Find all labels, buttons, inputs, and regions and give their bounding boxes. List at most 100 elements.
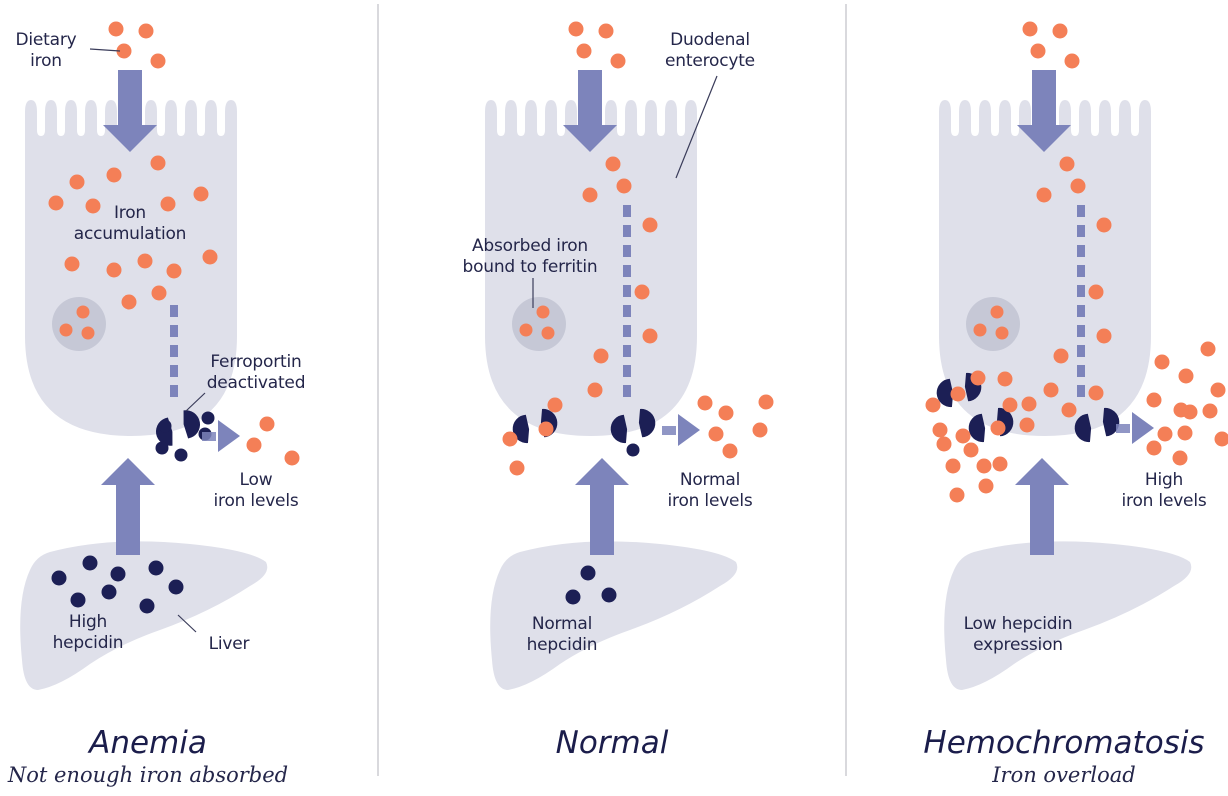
transport-path-dash bbox=[1077, 245, 1085, 257]
transport-path-dash bbox=[1077, 345, 1085, 357]
ferritin-iron-dot bbox=[81, 326, 95, 340]
excess-iron-dot bbox=[963, 442, 979, 458]
blood-iron-dot bbox=[259, 416, 275, 432]
excess-iron-dot bbox=[970, 370, 986, 386]
blood-iron-dot bbox=[1172, 450, 1188, 466]
blood-iron-dot bbox=[1210, 382, 1226, 398]
leader-line bbox=[675, 75, 718, 179]
absorbed-iron-dot bbox=[593, 348, 609, 364]
dietary-iron-dot bbox=[1022, 21, 1038, 37]
dietary-iron-dot bbox=[568, 21, 584, 37]
excess-iron-dot bbox=[950, 386, 966, 402]
absorbed-iron-dot bbox=[1053, 348, 1069, 364]
hepcidin-dot bbox=[580, 565, 596, 581]
transport-path-dash bbox=[170, 325, 178, 337]
excess-iron-dot bbox=[1021, 396, 1037, 412]
transport-path-dash bbox=[623, 345, 631, 357]
label-high-iron-levels: High iron levels bbox=[1121, 470, 1207, 511]
excess-iron-dot bbox=[997, 371, 1013, 387]
transport-path-dash bbox=[170, 385, 178, 397]
blood-iron-dot bbox=[718, 405, 734, 421]
hepcidin-dot bbox=[565, 589, 581, 605]
hepcidin-dot bbox=[101, 584, 117, 600]
bound-hepcidin-dot bbox=[155, 441, 169, 455]
panel-title-normal: Normal bbox=[555, 725, 669, 761]
accumulated-iron-dot bbox=[150, 155, 166, 171]
excess-iron-dot bbox=[955, 428, 971, 444]
blood-iron-dot bbox=[758, 394, 774, 410]
transport-path-dash bbox=[623, 325, 631, 337]
ferritin-iron-dot bbox=[995, 326, 1009, 340]
panel-subtitle-anemia: Not enough iron absorbed bbox=[7, 763, 289, 787]
panel-subtitle-hemochromatosis: Iron overload bbox=[992, 763, 1136, 787]
transport-path-dash bbox=[170, 365, 178, 377]
absorbed-iron-dot bbox=[1059, 156, 1075, 172]
ferroportin-channel-icon bbox=[1074, 407, 1120, 443]
absorbed-iron-dot bbox=[642, 328, 658, 344]
panel-divider bbox=[377, 4, 379, 776]
dietary-iron-dot bbox=[1030, 43, 1046, 59]
absorbed-iron-dot bbox=[634, 284, 650, 300]
export-arrow-icon bbox=[218, 420, 240, 452]
accumulated-iron-dot bbox=[137, 253, 153, 269]
absorbed-iron-dot bbox=[1088, 284, 1104, 300]
blood-iron-dot bbox=[1178, 368, 1194, 384]
hepcidin-dot bbox=[51, 570, 67, 586]
accumulated-iron-dot bbox=[85, 198, 101, 214]
ferroportin-half bbox=[936, 378, 954, 408]
hepcidin-signal-arrow-icon bbox=[101, 458, 155, 555]
hepcidin-dot bbox=[626, 443, 640, 457]
blood-iron-dot bbox=[708, 426, 724, 442]
ferritin-iron-dot bbox=[536, 305, 550, 319]
transport-path-dash bbox=[1077, 385, 1085, 397]
bound-hepcidin-dot bbox=[174, 448, 188, 462]
blood-iron-dot bbox=[284, 450, 300, 466]
blood-iron-dot bbox=[1154, 354, 1170, 370]
excess-iron-dot bbox=[949, 487, 965, 503]
transport-path-dash bbox=[1077, 365, 1085, 377]
dietary-iron-dot bbox=[138, 23, 154, 39]
hepcidin-dot bbox=[148, 560, 164, 576]
accumulated-iron-dot bbox=[106, 167, 122, 183]
export-arrow-icon bbox=[1132, 412, 1154, 444]
hepcidin-dot bbox=[110, 566, 126, 582]
absorbed-iron-dot bbox=[605, 156, 621, 172]
bound-hepcidin-dot bbox=[158, 419, 172, 433]
ferritin-vesicle bbox=[512, 297, 566, 351]
excess-iron-dot bbox=[1043, 382, 1059, 398]
export-path-dash bbox=[1116, 424, 1130, 433]
ferroportin-half bbox=[183, 410, 201, 439]
hepcidin-signal-arrow-icon bbox=[575, 458, 629, 555]
absorbed-iron-dot bbox=[1036, 187, 1052, 203]
accumulated-iron-dot bbox=[166, 263, 182, 279]
ferritin-iron-dot bbox=[59, 323, 73, 337]
accumulated-iron-dot bbox=[121, 294, 137, 310]
ferritin-iron-dot bbox=[76, 305, 90, 319]
label-absorbed-iron-ferritin: Absorbed iron bound to ferritin bbox=[462, 236, 598, 277]
transport-path-dash bbox=[170, 305, 178, 317]
panel-title-anemia: Anemia bbox=[89, 725, 207, 761]
export-path-dash bbox=[202, 432, 216, 441]
transport-path-dash bbox=[1077, 285, 1085, 297]
blood-iron-dot bbox=[1146, 392, 1162, 408]
excess-iron-dot bbox=[936, 436, 952, 452]
ferroportin-half bbox=[1102, 407, 1120, 437]
blood-iron-dot bbox=[1157, 426, 1173, 442]
accumulated-iron-dot bbox=[64, 256, 80, 272]
exported-iron-dot bbox=[509, 460, 525, 476]
excess-iron-dot bbox=[1019, 417, 1035, 433]
accumulated-iron-dot bbox=[69, 174, 85, 190]
accumulated-iron-dot bbox=[160, 196, 176, 212]
transport-path-dash bbox=[623, 225, 631, 237]
transport-path-dash bbox=[1077, 265, 1085, 277]
blood-iron-dot bbox=[1214, 431, 1228, 447]
blood-iron-dot bbox=[1200, 341, 1216, 357]
blood-iron-dot bbox=[1202, 403, 1218, 419]
blood-iron-dot bbox=[1177, 425, 1193, 441]
accumulated-iron-dot bbox=[106, 262, 122, 278]
blood-iron-dot bbox=[697, 395, 713, 411]
excess-iron-dot bbox=[990, 420, 1006, 436]
blood-iron-dot bbox=[722, 443, 738, 459]
export-path-dash bbox=[662, 426, 676, 435]
hepcidin-dot bbox=[168, 579, 184, 595]
